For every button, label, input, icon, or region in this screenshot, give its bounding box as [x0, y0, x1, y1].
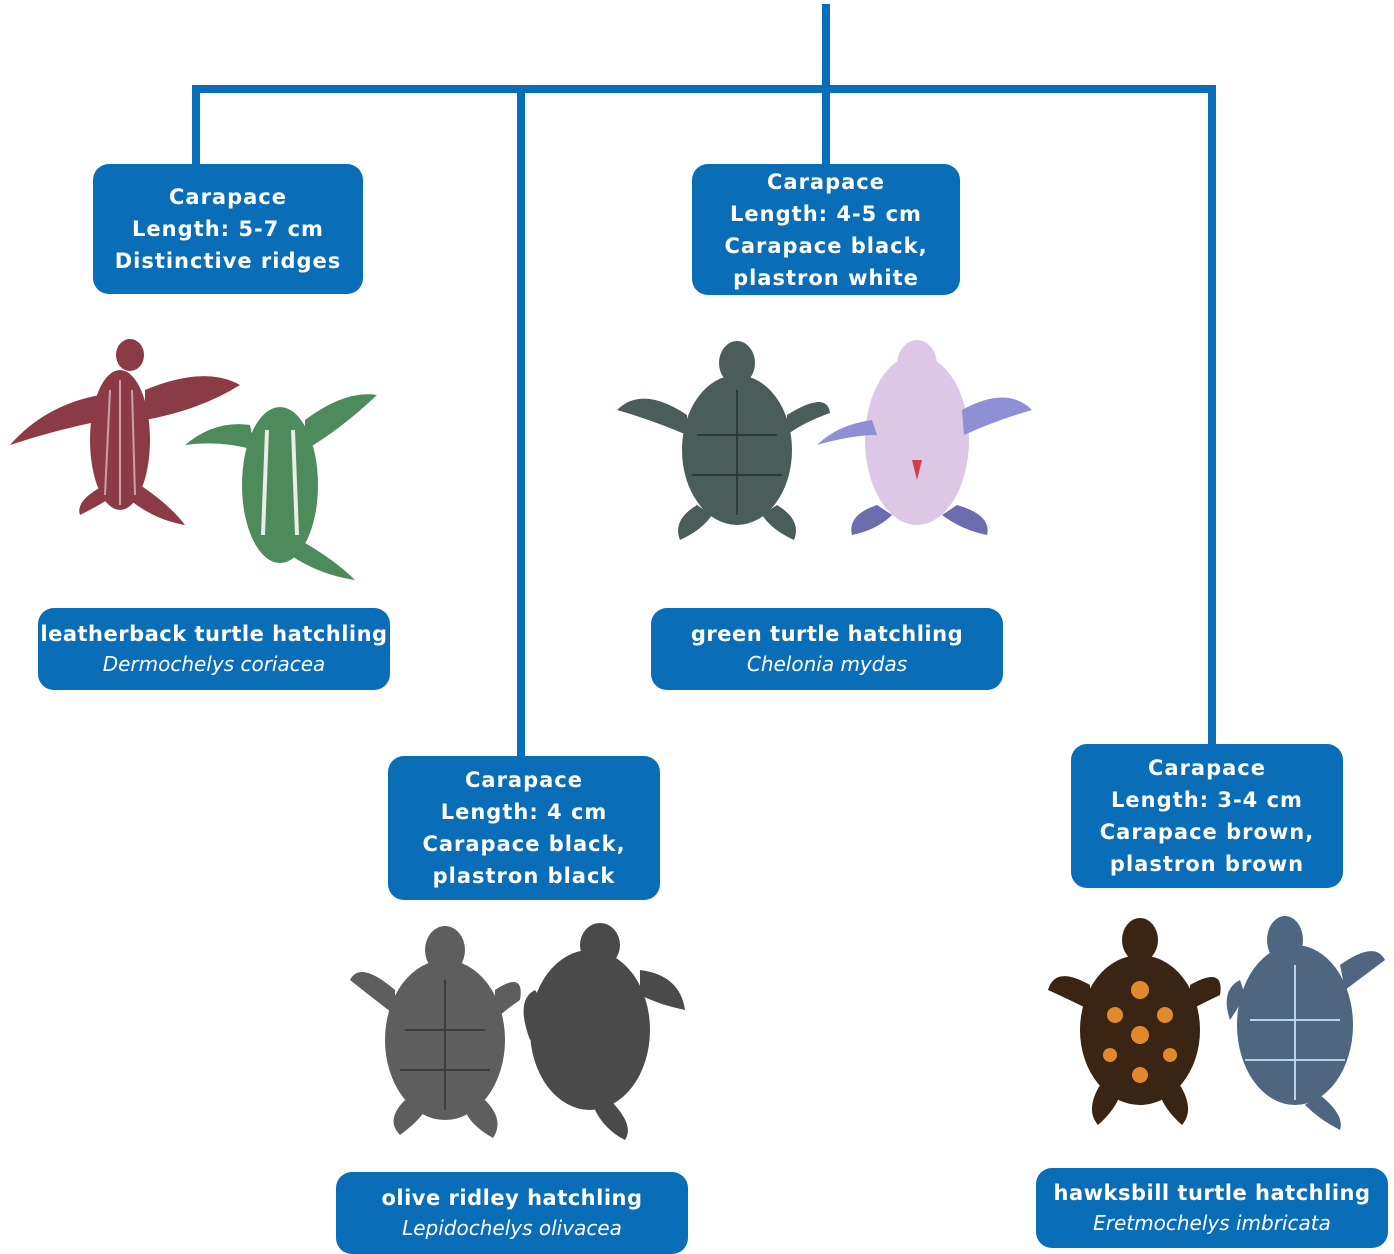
olive-ridley-turtle-left [350, 926, 521, 1138]
leatherback-hatchling-photo [10, 339, 377, 580]
species-label-leatherback: leatherback turtle hatchling Dermochelys… [38, 608, 390, 690]
green-hatchling-photo [617, 340, 1032, 540]
olive-ridley-hatchling-photo [350, 923, 685, 1140]
green-dorsal-turtle [617, 341, 830, 540]
carapace-color: Carapace black, [422, 832, 626, 856]
scientific-name: Eretmochelys imbricata [1093, 1211, 1331, 1235]
species-label-green: green turtle hatchling Chelonia mydas [651, 608, 1003, 690]
species-label-olive-ridley: olive ridley hatchling Lepidochelys oliv… [336, 1172, 688, 1254]
scientific-name: Lepidochelys olivacea [402, 1216, 622, 1240]
common-name: leatherback turtle hatchling [40, 622, 388, 646]
carapace-box-hawksbill: Carapace Length: 3-4 cm Carapace brown, … [1071, 744, 1343, 888]
common-name: hawksbill turtle hatchling [1053, 1181, 1371, 1205]
carapace-length: Length: 4 cm [440, 800, 608, 824]
plastron-color: plastron white [733, 265, 919, 290]
scientific-name: Dermochelys coriacea [102, 652, 326, 676]
carapace-title: Carapace [1147, 756, 1266, 780]
carapace-title: Carapace [168, 185, 287, 209]
carapace-color: Carapace black, [724, 233, 928, 258]
carapace-feature: Distinctive ridges [114, 249, 342, 273]
carapace-box-leatherback: Carapace Length: 5-7 cm Distinctive ridg… [93, 164, 363, 294]
carapace-length: Length: 3-4 cm [1111, 788, 1303, 812]
green-ventral-turtle [817, 340, 1032, 535]
species-label-hawksbill: hawksbill turtle hatchling Eretmochelys … [1036, 1168, 1388, 1248]
carapace-title: Carapace [766, 169, 885, 194]
leatherback-ventral-turtle [185, 394, 377, 580]
plastron-color: plastron black [432, 864, 616, 888]
carapace-box-green: Carapace Length: 4-5 cm Carapace black, … [692, 164, 960, 295]
carapace-box-olive-ridley: Carapace Length: 4 cm Carapace black, pl… [388, 756, 660, 900]
common-name: green turtle hatchling [690, 622, 964, 646]
hawksbill-dorsal-turtle [1048, 918, 1221, 1125]
common-name: olive ridley hatchling [381, 1186, 643, 1210]
carapace-length: Length: 4-5 cm [730, 201, 922, 226]
hawksbill-hatchling-photo [1048, 916, 1385, 1130]
carapace-color: Carapace brown, [1099, 820, 1315, 844]
plastron-color: plastron brown [1109, 852, 1305, 876]
olive-ridley-turtle-right [523, 923, 685, 1140]
carapace-length: Length: 5-7 cm [132, 217, 324, 241]
scientific-name: Chelonia mydas [746, 652, 908, 676]
hawksbill-ventral-turtle [1226, 916, 1385, 1130]
carapace-title: Carapace [464, 768, 583, 792]
